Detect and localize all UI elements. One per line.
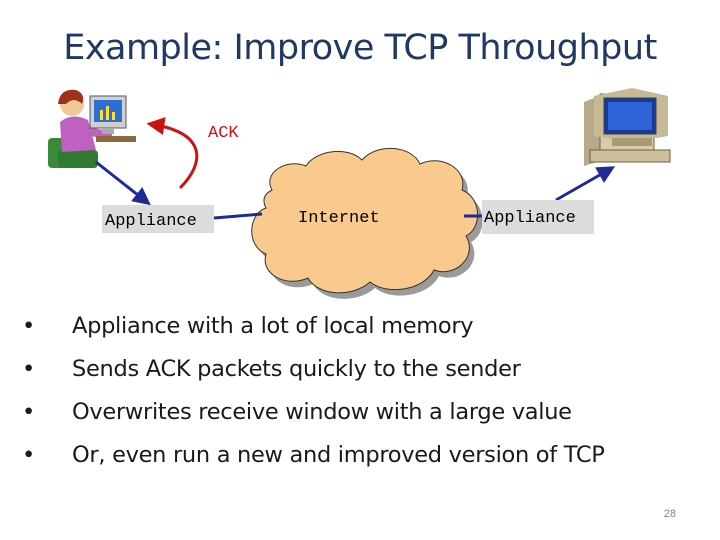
link-left-appliance-to-internet [213,212,263,220]
bullet-list: • Appliance with a lot of local memory • S… [22,308,605,480]
bullet-text: Or, even run a new and improved version … [72,442,605,468]
bullet-dot: • [22,442,35,468]
appliance-right-box [482,200,594,234]
appliance-left-box [102,205,214,233]
bullet-dot: • [22,313,35,339]
internet-label: Internet [298,209,380,228]
bullet-dot: • [22,399,35,425]
internet-cloud [251,147,478,294]
slide-title: Example: Improve TCP Throughput [63,28,657,68]
bullet-item: • Or, even run a new and improved version… [22,437,605,480]
link-appliance-to-receiver [555,166,616,202]
bullet-text: Overwrites receive window with a large v… [72,399,572,425]
receiver-computer-icon [584,88,671,166]
bullet-dot: • [22,356,35,382]
ack-arrow [146,117,199,190]
ack-label: ACK [208,124,239,143]
appliance-right-label: Appliance [484,209,576,228]
page-number: 28 [663,508,676,520]
bullet-text: Sends ACK packets quickly to the sender [72,356,521,382]
bullet-item: • Appliance with a lot of local memory [22,308,605,351]
sender-user-icon [48,89,136,168]
bullet-item: • Sends ACK packets quickly to the sender [22,351,605,394]
bullet-item: • Overwrites receive window with a large … [22,394,605,437]
appliance-left-label: Appliance [105,212,197,231]
link-sender-to-appliance [95,160,151,206]
bullet-text: Appliance with a lot of local memory [72,313,474,339]
